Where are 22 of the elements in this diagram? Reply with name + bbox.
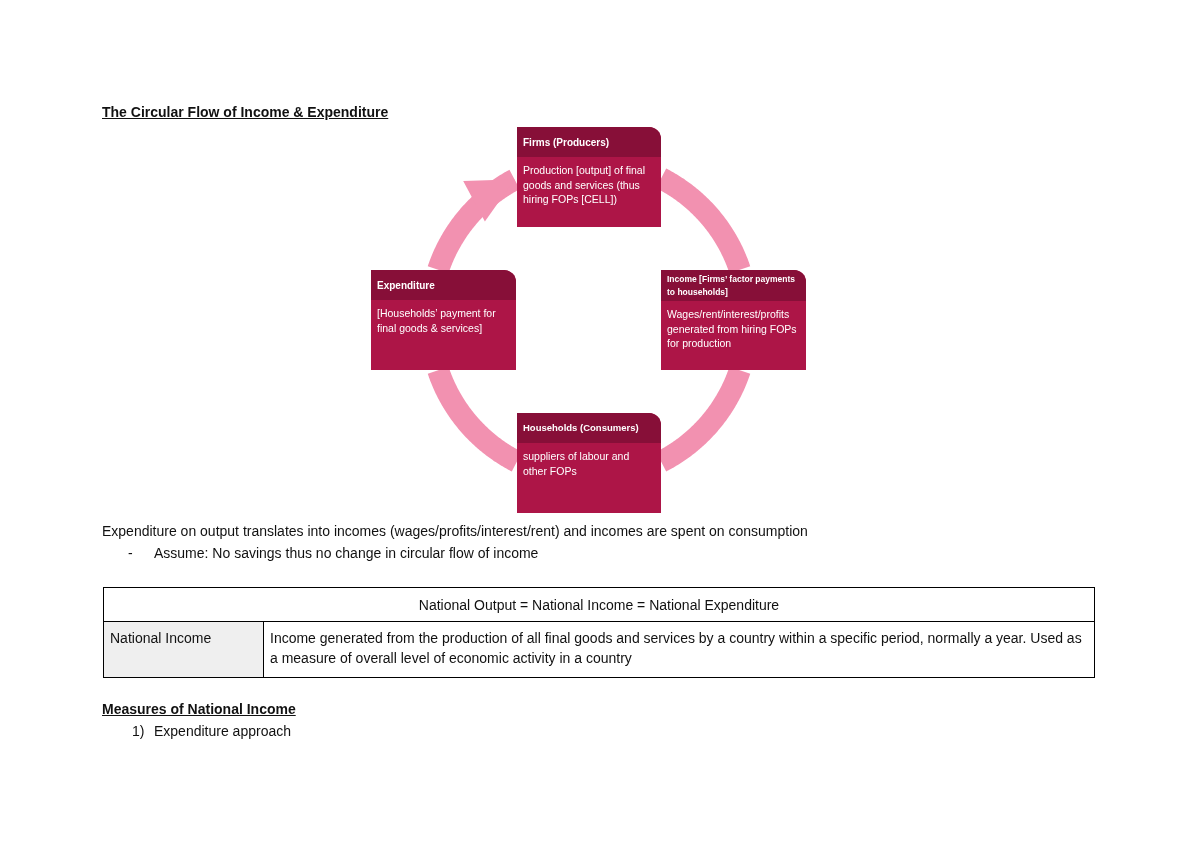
- heading: The Circular Flow of Income & Expenditure: [102, 103, 389, 122]
- flow-box: [517, 413, 661, 513]
- box-description: Wages/rent/interest/profits generated from hiring FOPs for production: [666, 307, 798, 352]
- list-number: 1): [132, 722, 145, 741]
- box-heading: Income [Firms’ factor payments to households]: [661, 270, 806, 301]
- box-description: [Households’ payment for final goods & services]: [376, 306, 497, 336]
- flow-box: [371, 270, 516, 370]
- box-description: suppliers of labour and other FOPs: [522, 449, 631, 479]
- flow-box: [661, 270, 806, 370]
- list-item: Expenditure approach: [154, 722, 291, 741]
- table-cell: National Output = National Income = National Expenditure: [103, 587, 1095, 622]
- flow-box: [517, 127, 661, 227]
- box-heading: Firms (Producers): [517, 127, 661, 157]
- note-text: Assume: No savings thus no change in circular flow of income: [154, 544, 539, 563]
- box-heading: Households (Consumers): [517, 413, 661, 443]
- box-description: Production [output] of final goods and services (thus hiring FOPs [CELL]): [522, 163, 646, 208]
- note-text: Expenditure on output translates into incomes (wages/profits/interest/rent) and incomes are spent on consumption: [102, 522, 808, 541]
- section-heading: Measures of National Income: [102, 700, 296, 719]
- bullet-dash: -: [128, 544, 133, 563]
- box-heading: Expenditure: [371, 270, 516, 300]
- table-cell: Income generated from the production of all final goods and services by a country within a specific period, normally a year. Used as a measure of overall level of economic activity in a country: [263, 621, 1095, 678]
- table-cell: National Income: [103, 621, 264, 678]
